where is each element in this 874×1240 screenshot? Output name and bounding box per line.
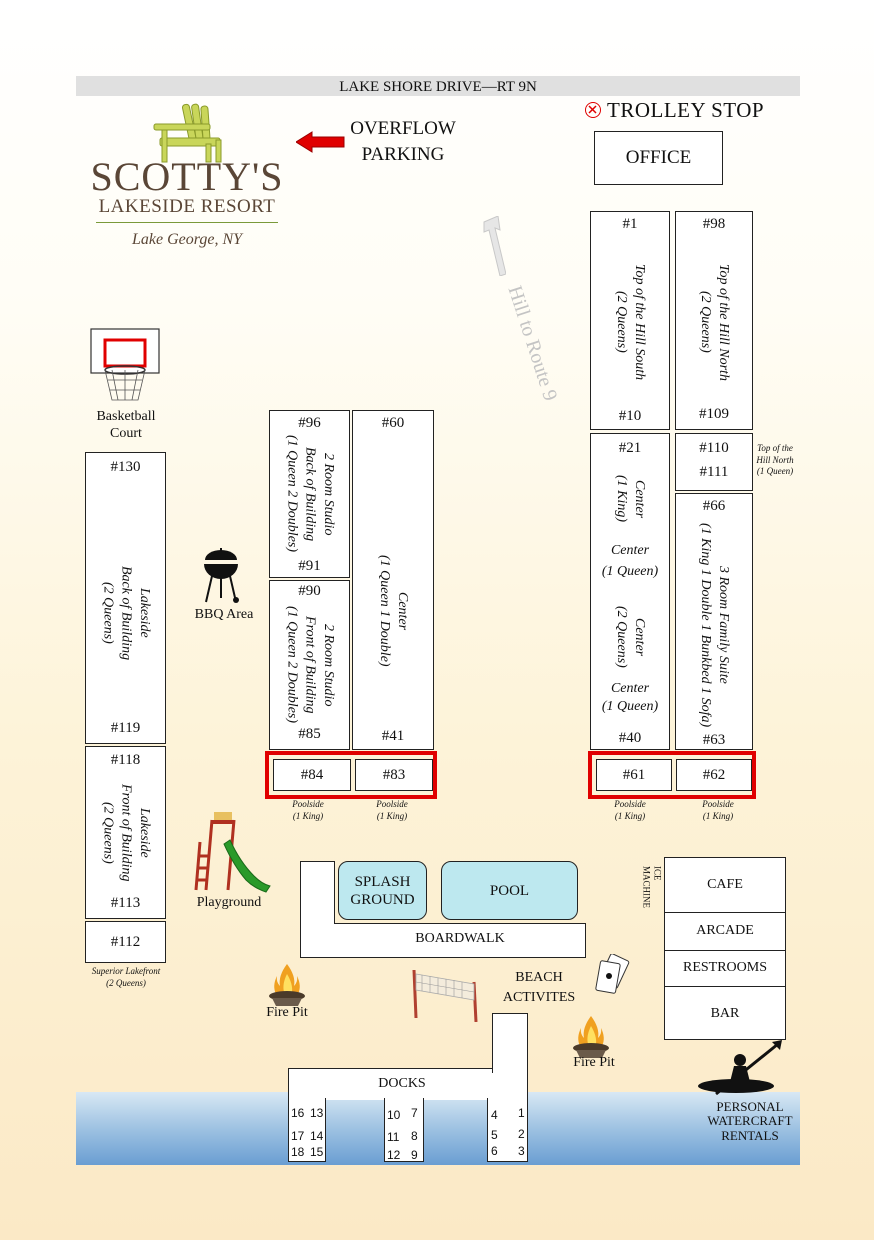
volleyball-net-icon bbox=[412, 969, 478, 1022]
slip-4: 4 bbox=[491, 1108, 498, 1122]
slip-5: 5 bbox=[491, 1128, 498, 1142]
basketball-hoop-icon bbox=[90, 328, 160, 401]
unit-112: #112 bbox=[85, 921, 166, 963]
unit-family-suite-66: #66 3 Room Family Suite(1 King 1 Double … bbox=[675, 493, 753, 750]
logo-name: SCOTTY'S bbox=[90, 154, 284, 199]
dock-bottom-right-cover bbox=[488, 1096, 527, 1100]
unit-110-111: #110 #111 bbox=[675, 433, 753, 491]
dock-cover bbox=[493, 1066, 527, 1072]
road-label: LAKE SHORE DRIVE—RT 9N bbox=[339, 79, 537, 95]
unit-hill-north-98: #98 Top of the Hill North(2 Queens) #109 bbox=[675, 211, 753, 430]
arcade: ARCADE bbox=[665, 912, 785, 951]
dock-bottom-mid-cover bbox=[385, 1096, 423, 1100]
dock-main bbox=[288, 1068, 528, 1100]
unit-62: #62 bbox=[676, 759, 752, 791]
unit-84: #84 bbox=[273, 759, 351, 791]
unit-61: #61 bbox=[596, 759, 672, 791]
slip-14: 14 bbox=[310, 1129, 324, 1143]
bar: BAR bbox=[710, 1005, 740, 1021]
slip-3: 3 bbox=[518, 1144, 525, 1158]
poolside-units-left: #84 #83 bbox=[265, 751, 437, 799]
unit-hill-south-1: #1 Top of the Hill South(2 Queens) #10 bbox=[590, 211, 670, 430]
fire-pit-label-right: Fire Pit bbox=[573, 1055, 615, 1070]
poolside-units-right: #61 #62 bbox=[588, 751, 756, 799]
slip-17: 17 bbox=[291, 1129, 305, 1143]
trolley-stop-label: TROLLEY STOP bbox=[607, 98, 765, 122]
dock-finger-right bbox=[487, 1098, 528, 1162]
slip-1: 1 bbox=[518, 1106, 525, 1120]
arrow-up-icon bbox=[483, 216, 506, 276]
office-building: OFFICE bbox=[594, 131, 723, 185]
pool: POOL bbox=[441, 861, 578, 920]
slip-11: 11 bbox=[387, 1130, 400, 1144]
arrow-left-icon bbox=[296, 131, 345, 153]
facilities-building: CAFE ARCADE RESTROOMS BAR bbox=[664, 857, 786, 1040]
trolley-stop-icon bbox=[585, 102, 601, 118]
poolside-note-62: Poolside(1 King) bbox=[702, 799, 734, 821]
dock-bottom-left-cover bbox=[289, 1096, 325, 1100]
dock-walkway bbox=[492, 1013, 528, 1073]
slip-16: 16 bbox=[291, 1106, 305, 1120]
boardwalk: BOARDWALK bbox=[300, 861, 586, 958]
logo-divider bbox=[96, 222, 278, 223]
dock-finger-left bbox=[288, 1098, 326, 1162]
poolside-note-84: Poolside(1 King) bbox=[292, 799, 324, 821]
fire-pit-icon bbox=[573, 1016, 609, 1058]
bbq-label: BBQ Area bbox=[194, 607, 254, 622]
hill-label: Hill to Route 9 bbox=[503, 283, 562, 404]
playing-cards-icon bbox=[595, 954, 630, 994]
slip-6: 6 bbox=[491, 1144, 498, 1158]
slip-15: 15 bbox=[310, 1145, 324, 1159]
restrooms: RESTROOMS bbox=[665, 950, 785, 987]
slip-9: 9 bbox=[411, 1148, 418, 1162]
slip-10: 10 bbox=[387, 1108, 401, 1122]
fire-pit-label-left: Fire Pit bbox=[266, 1005, 308, 1020]
slip-2: 2 bbox=[518, 1127, 525, 1141]
slip-7: 7 bbox=[411, 1106, 418, 1120]
playground-label: Playground bbox=[196, 895, 262, 910]
office-label: OFFICE bbox=[625, 147, 692, 168]
slip-12: 12 bbox=[387, 1148, 401, 1162]
docks-label: DOCKS bbox=[378, 1076, 426, 1091]
unit-83: #83 bbox=[355, 759, 433, 791]
slip-13: 13 bbox=[310, 1106, 324, 1120]
slip-8: 8 bbox=[411, 1129, 418, 1143]
adirondack-chair-icon bbox=[153, 103, 222, 163]
unit-112-note: Superior Lakefront(2 Queens) bbox=[91, 966, 161, 988]
unit-center-21: #21 Center(1 King) Center(1 Queen) Cente… bbox=[590, 433, 670, 750]
bbq-grill-icon bbox=[204, 548, 239, 603]
lake bbox=[76, 1092, 800, 1165]
logo-place: Lake George, NY bbox=[131, 231, 243, 248]
cafe: CAFE bbox=[665, 858, 785, 913]
kayak-icon bbox=[698, 1040, 782, 1096]
unit-center-60: #60 Center(1 Queen 1 Double) #41 bbox=[352, 410, 434, 750]
road-bar bbox=[76, 76, 800, 96]
boardwalk-label: BOARDWALK bbox=[415, 931, 505, 946]
dock-finger-mid bbox=[384, 1098, 424, 1162]
logo-sub: LAKESIDE RESORT bbox=[98, 196, 276, 217]
poolside-note-61: Poolside(1 King) bbox=[614, 799, 646, 821]
poolside-note-83: Poolside(1 King) bbox=[376, 799, 408, 821]
playground-slide-icon bbox=[194, 812, 271, 893]
slip-18: 18 bbox=[291, 1145, 305, 1159]
fire-pit-icon bbox=[269, 964, 305, 1006]
